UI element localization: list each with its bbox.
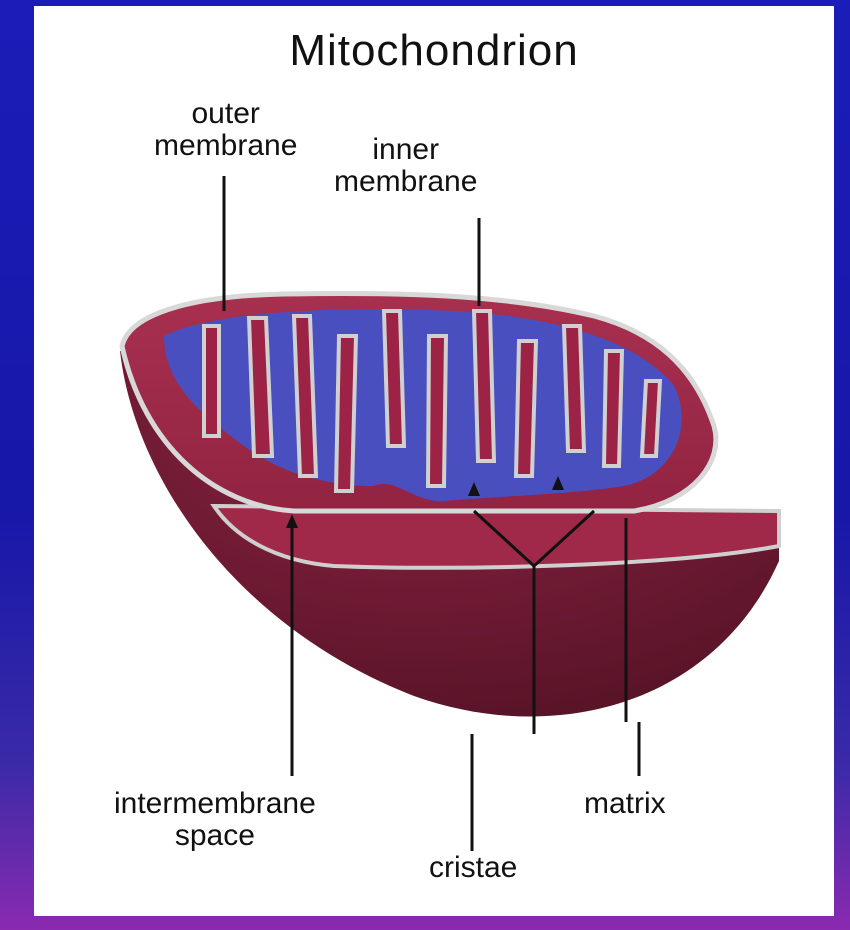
- diagram-panel: Mitochondrion outer membrane inner membr…: [34, 6, 834, 916]
- mitochondrion-illustration: [34, 6, 834, 916]
- cut-face: [214, 506, 779, 568]
